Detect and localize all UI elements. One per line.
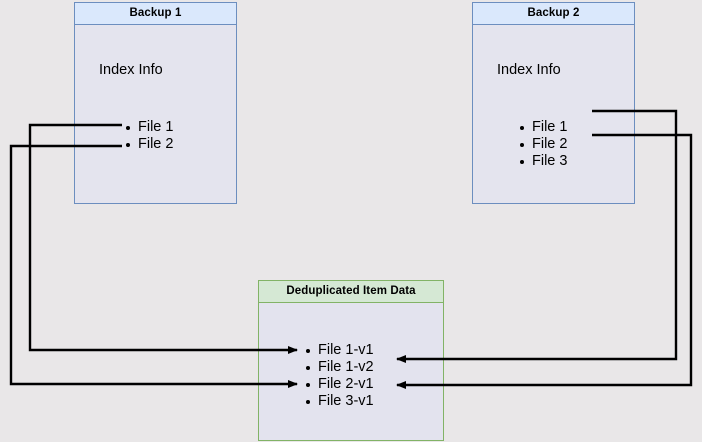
backup-1-index-info-label: Index Info [99,62,163,78]
node-deduplicated-item-data[interactable]: Deduplicated Item Data File 1-v1 File 1-… [258,280,444,441]
node-backup-1[interactable]: Backup 1 Index Info File 1 File 2 [74,2,237,204]
node-backup-1-header: Backup 1 [75,3,236,25]
dedup-item-list: File 1-v1 File 1-v2 File 2-v1 File 3-v1 [305,342,374,410]
node-backup-2-header: Backup 2 [473,3,634,25]
node-backup-2-body: Index Info File 1 File 2 File 3 [473,25,634,203]
list-item: File 1-v2 [305,359,374,376]
backup-1-file-list: File 1 File 2 [125,119,173,153]
list-item: File 1 [125,119,173,136]
backup-2-file-list: File 1 File 2 File 3 [519,119,567,170]
node-dedup-header: Deduplicated Item Data [259,281,443,303]
node-backup-1-body: Index Info File 1 File 2 [75,25,236,203]
list-item: File 1-v1 [305,342,374,359]
node-backup-2[interactable]: Backup 2 Index Info File 1 File 2 File 3 [472,2,635,204]
list-item: File 2 [125,136,173,153]
list-item: File 3-v1 [305,393,374,410]
list-item: File 2 [519,136,567,153]
node-dedup-body: File 1-v1 File 1-v2 File 2-v1 File 3-v1 [259,303,443,440]
list-item: File 3 [519,153,567,170]
list-item: File 1 [519,119,567,136]
list-item: File 2-v1 [305,376,374,393]
backup-2-index-info-label: Index Info [497,62,561,78]
